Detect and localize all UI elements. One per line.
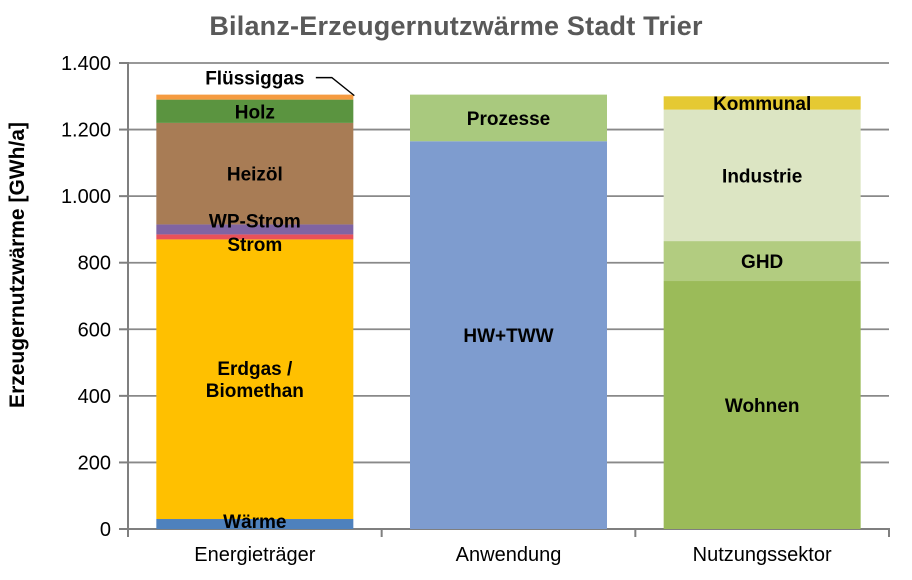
bar-segment-wohnen xyxy=(663,281,861,529)
y-tick-label-200: 200 xyxy=(78,452,111,474)
segment-label-wohnen: Wohnen xyxy=(725,396,800,417)
segment-label-hw-tww: HW+TWW xyxy=(463,326,553,347)
segment-label-w-rme: Wärme xyxy=(223,512,286,533)
y-tick-label-1000: 1.000 xyxy=(61,186,111,208)
bar-segment-hw-tww xyxy=(410,141,607,529)
segment-label-erdgas-biomethan: Erdgas /Biomethan xyxy=(206,359,304,402)
callout-label-fl-ssiggas: Flüssiggas xyxy=(205,69,304,90)
y-tick-label-600: 600 xyxy=(78,319,111,341)
chart-title: Bilanz-Erzeugernutzwärme Stadt Trier xyxy=(209,11,703,41)
category-label-energietr-ger: Energieträger xyxy=(194,544,316,566)
segment-label-industrie: Industrie xyxy=(722,166,802,187)
bar-segment-prozesse xyxy=(410,94,607,142)
segment-label-strom: Strom xyxy=(227,235,282,256)
y-tick-label-800: 800 xyxy=(78,253,111,275)
bar-segment-fl-ssiggas xyxy=(156,94,354,100)
category-label-anwendung: Anwendung xyxy=(456,544,562,566)
segment-label-kommunal: Kommunal xyxy=(713,94,811,115)
bar-segment-ghd xyxy=(663,241,861,282)
bar-segment-erdgas-biomethan xyxy=(156,239,354,520)
bar-segment-holz xyxy=(156,99,354,123)
y-tick-label-400: 400 xyxy=(78,386,111,408)
bar-segment-industrie xyxy=(663,109,861,242)
segment-label-ghd: GHD xyxy=(741,252,783,273)
bar-segment-w-rme xyxy=(156,519,354,529)
y-tick-label-1400: 1.400 xyxy=(61,53,111,75)
segment-label-holz: Holz xyxy=(235,102,275,123)
segment-label-wp-strom: WP-Strom xyxy=(209,211,301,232)
segment-label-prozesse: Prozesse xyxy=(467,109,550,130)
bar-segment-heiz-l xyxy=(156,122,354,225)
bar-segment-wp-strom xyxy=(156,224,354,235)
callout-line-fl-ssiggas xyxy=(315,76,355,97)
y-tick-label-0: 0 xyxy=(100,519,111,541)
bar-segment-kommunal xyxy=(663,96,861,110)
segment-label-heiz-l: Heizöl xyxy=(227,165,283,186)
category-label-nutzungssektor: Nutzungssektor xyxy=(693,544,832,566)
y-tick-label-1200: 1.200 xyxy=(61,120,111,142)
bar-segment-strom xyxy=(156,234,354,240)
